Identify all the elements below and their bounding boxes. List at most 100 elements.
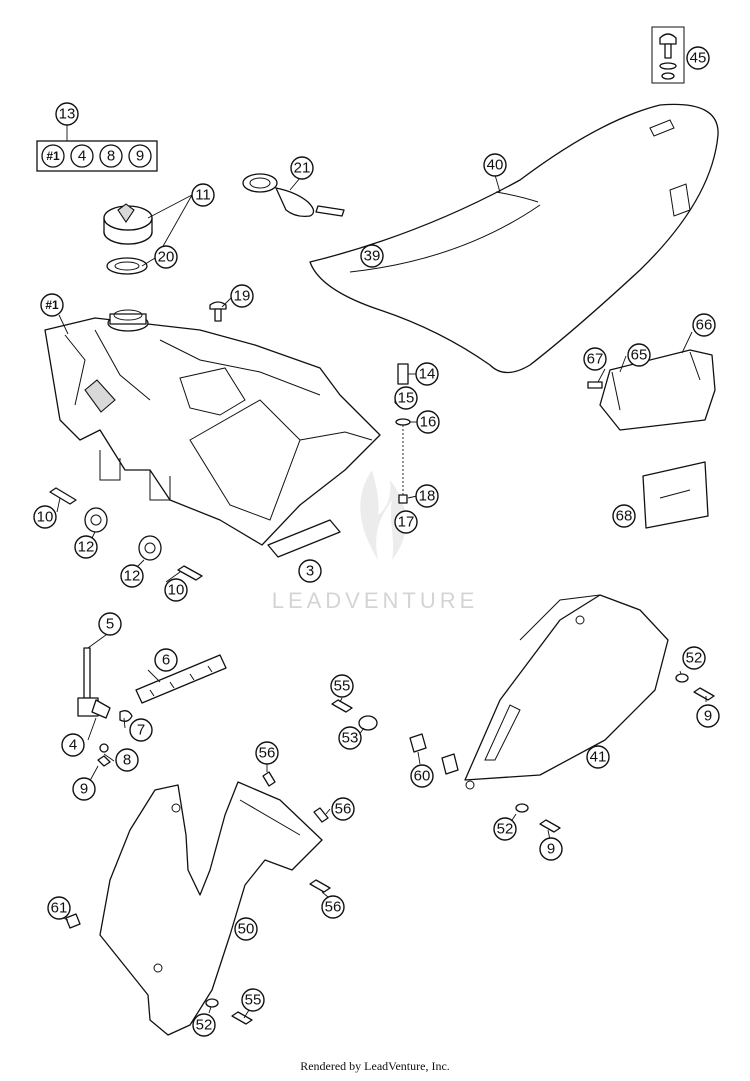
callout-label: 5 xyxy=(106,616,114,633)
callout-61: 61 xyxy=(47,896,71,920)
callout-label: 68 xyxy=(616,508,633,525)
callout-label: 12 xyxy=(124,568,141,585)
callout-1: #1 xyxy=(40,293,64,317)
callout-label: 60 xyxy=(414,768,431,785)
foam-strip-part xyxy=(267,519,341,558)
callout-8: 8 xyxy=(115,748,139,772)
screw-part-55b xyxy=(231,1011,253,1025)
callout-label: 18 xyxy=(419,488,436,505)
callout-12a: 12 xyxy=(74,535,98,559)
watermark-logo xyxy=(360,470,407,560)
callout-52b: 52 xyxy=(493,817,517,841)
fuel-tap-part xyxy=(77,647,111,767)
callout-label: 65 xyxy=(631,347,648,364)
side-panel-right-part xyxy=(464,594,669,790)
washer-bolt-right-part xyxy=(515,673,715,833)
callout-68: 68 xyxy=(612,504,636,528)
callout-label: 19 xyxy=(234,288,251,305)
tank-screw-part xyxy=(209,301,227,322)
callout-label: 45 xyxy=(690,50,707,67)
callout-label: 9 xyxy=(547,841,555,858)
kit-item-3: 8 xyxy=(99,144,123,168)
breather-hose-part xyxy=(242,173,345,218)
callout-label: 56 xyxy=(259,745,276,762)
callout-55a: 55 xyxy=(330,674,354,698)
callout-label: 21 xyxy=(294,160,311,177)
callout-12b: 12 xyxy=(120,564,144,588)
callout-66: 66 xyxy=(692,313,716,337)
callout-60: 60 xyxy=(410,764,434,788)
callout-52c: 52 xyxy=(192,1013,216,1037)
callout-17: 17 xyxy=(394,510,418,534)
callout-55b: 55 xyxy=(241,988,265,1012)
callout-10b: 10 xyxy=(164,578,188,602)
screw-part-56c xyxy=(309,879,331,893)
callout-7: 7 xyxy=(129,718,153,742)
bushing-part-b xyxy=(138,535,162,561)
footer-credit: Rendered by LeadVenture, Inc. xyxy=(300,1059,450,1073)
callout-label: 11 xyxy=(195,187,211,204)
callout-67: 67 xyxy=(583,347,607,371)
callout-40: 40 xyxy=(483,153,507,177)
callout-56b: 56 xyxy=(331,797,355,821)
callout-label: 20 xyxy=(158,249,175,266)
callout-label: 4 xyxy=(69,737,77,754)
callout-4: 4 xyxy=(61,733,85,757)
bolt-part-a xyxy=(49,487,77,505)
seat-screw-part xyxy=(651,26,685,84)
bushing-part-a xyxy=(84,507,108,533)
callout-41: 41 xyxy=(586,745,610,769)
decal-part xyxy=(642,461,709,529)
callout-label: 9 xyxy=(704,708,712,725)
callout-10a: 10 xyxy=(33,505,57,529)
seat-part xyxy=(309,103,719,374)
nut-part-53 xyxy=(358,715,378,731)
callout-52a: 52 xyxy=(682,646,706,670)
kit-item-3-label: 8 xyxy=(107,148,115,165)
callout-label: 61 xyxy=(51,900,68,917)
side-panel-left-part xyxy=(99,781,323,1036)
kit-item-4-label: 9 xyxy=(136,148,144,165)
tool-bag-part xyxy=(587,349,716,431)
callout-label: 16 xyxy=(420,414,437,431)
callout-11: 11 xyxy=(191,183,215,207)
callout-label: 9 xyxy=(80,781,88,798)
callout-20: 20 xyxy=(154,245,178,269)
screw-part-56a xyxy=(262,771,276,787)
screw-part-56b xyxy=(313,807,329,823)
callout-label: 56 xyxy=(335,801,352,818)
bolt-part-b xyxy=(177,565,203,581)
callout-16: 16 xyxy=(416,410,440,434)
fuel-tank-part xyxy=(44,309,381,546)
washer-part-52c xyxy=(205,998,219,1008)
fuel-hose-part xyxy=(119,654,227,722)
callout-label: 55 xyxy=(245,992,262,1009)
callout-15: 15 xyxy=(394,386,418,410)
callout-50: 50 xyxy=(234,917,258,941)
callout-53: 53 xyxy=(338,726,362,750)
callout-label: 52 xyxy=(497,821,514,838)
kit-item-1: #1 xyxy=(41,144,65,168)
callout-label: 6 xyxy=(162,652,170,669)
callout-3: 3 xyxy=(298,559,322,583)
callout-label: 14 xyxy=(419,366,436,383)
callout-label: 17 xyxy=(398,514,415,531)
callout-label: 40 xyxy=(487,157,504,174)
watermark-text: LEADVENTURE xyxy=(272,588,479,613)
fuel-cap-part xyxy=(103,203,153,275)
kit-item-1-label: #1 xyxy=(46,149,60,163)
kit-item-2: 4 xyxy=(70,144,94,168)
callout-56c: 56 xyxy=(321,895,345,919)
screw-part-55a xyxy=(331,699,353,713)
callout-9b: 9 xyxy=(696,704,720,728)
callout-19: 19 xyxy=(230,284,254,308)
callout-56a: 56 xyxy=(255,741,279,765)
callout-45: 45 xyxy=(686,46,710,70)
callout-label: 8 xyxy=(123,752,131,769)
callout-label: 3 xyxy=(306,563,314,580)
callout-5: 5 xyxy=(98,612,122,636)
callout-label: 12 xyxy=(78,539,95,556)
callout-label: 55 xyxy=(334,678,351,695)
